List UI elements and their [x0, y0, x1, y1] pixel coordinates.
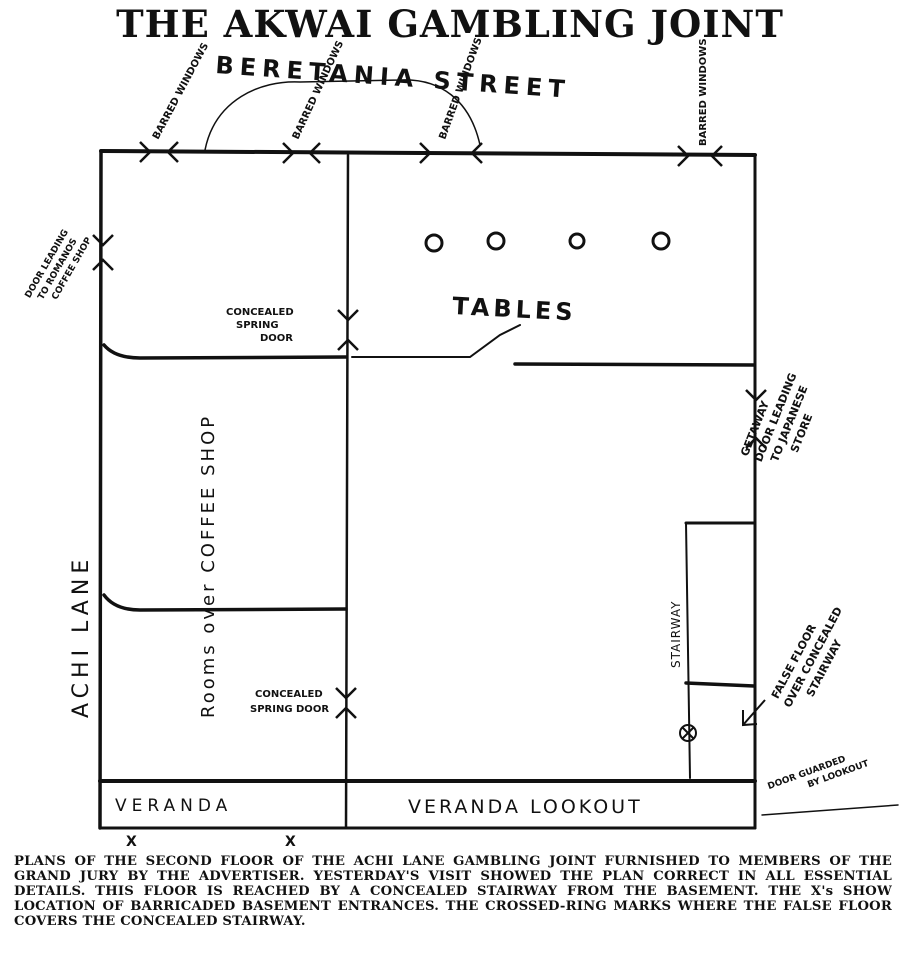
window-mark-1 [139, 141, 179, 163]
door-mark-spring-bottom [335, 687, 357, 719]
caption: PLANS OF THE SECOND FLOOR OF THE ACHI LA… [14, 854, 892, 929]
window-mark-2 [282, 142, 321, 164]
wall-upper-left [102, 343, 348, 360]
street-curve [204, 79, 481, 151]
wall-top [99, 149, 757, 157]
street-label: BERETANIA STREET [215, 51, 572, 104]
barred-windows-label-4: BARRED WINDOWS [698, 38, 709, 146]
spring-door-top-label-2: SPRING [236, 320, 279, 331]
crossed-ring-icon [679, 724, 697, 742]
x-mark-2: X [285, 834, 296, 850]
floor-plan: BERETANIA STREET BARRED WINDOWS BARRED W… [24, 36, 899, 850]
tables-label: TABLES [452, 292, 578, 326]
wall-left [98, 149, 103, 830]
veranda-right-label: VERANDA LOOKOUT [408, 796, 643, 818]
table-4 [651, 231, 671, 251]
table-3 [568, 232, 586, 250]
rooms-label: Rooms over COFFEE SHOP [198, 414, 219, 718]
stairway-left [685, 522, 691, 779]
table-1 [424, 233, 444, 253]
window-mark-3 [419, 142, 483, 164]
spring-door-top-label-3: DOOR [260, 333, 293, 344]
stairway-label: STAIRWAY [669, 601, 683, 668]
x-mark-1: X [126, 834, 137, 850]
door-mark-getaway [745, 389, 767, 449]
achi-lane-label: ACHI LANE [69, 555, 94, 718]
wall-center [344, 153, 350, 830]
arrow-icon [742, 699, 766, 727]
wall-upper-right [351, 324, 521, 358]
veranda-left-label: VERANDA [115, 796, 232, 816]
wall-tables-bottom [513, 362, 756, 367]
door-mark-left [92, 234, 114, 271]
spring-door-top-label-1: CONCEALED [226, 307, 294, 318]
door-mark-spring-top [337, 309, 359, 351]
spring-door-bottom-label-1: CONCEALED [255, 689, 323, 700]
stairway-bottom [684, 681, 756, 688]
barred-windows-label-1: BARRED WINDOWS [151, 41, 211, 141]
table-2 [486, 231, 506, 251]
headline: THE AKWAI GAMBLING JOINT [116, 2, 784, 46]
window-mark-4 [677, 145, 723, 167]
spring-door-bottom-label-2: SPRING DOOR [250, 704, 329, 715]
wall-mid-left [102, 593, 348, 612]
barred-windows-label-2: BARRED WINDOWS [291, 39, 346, 141]
